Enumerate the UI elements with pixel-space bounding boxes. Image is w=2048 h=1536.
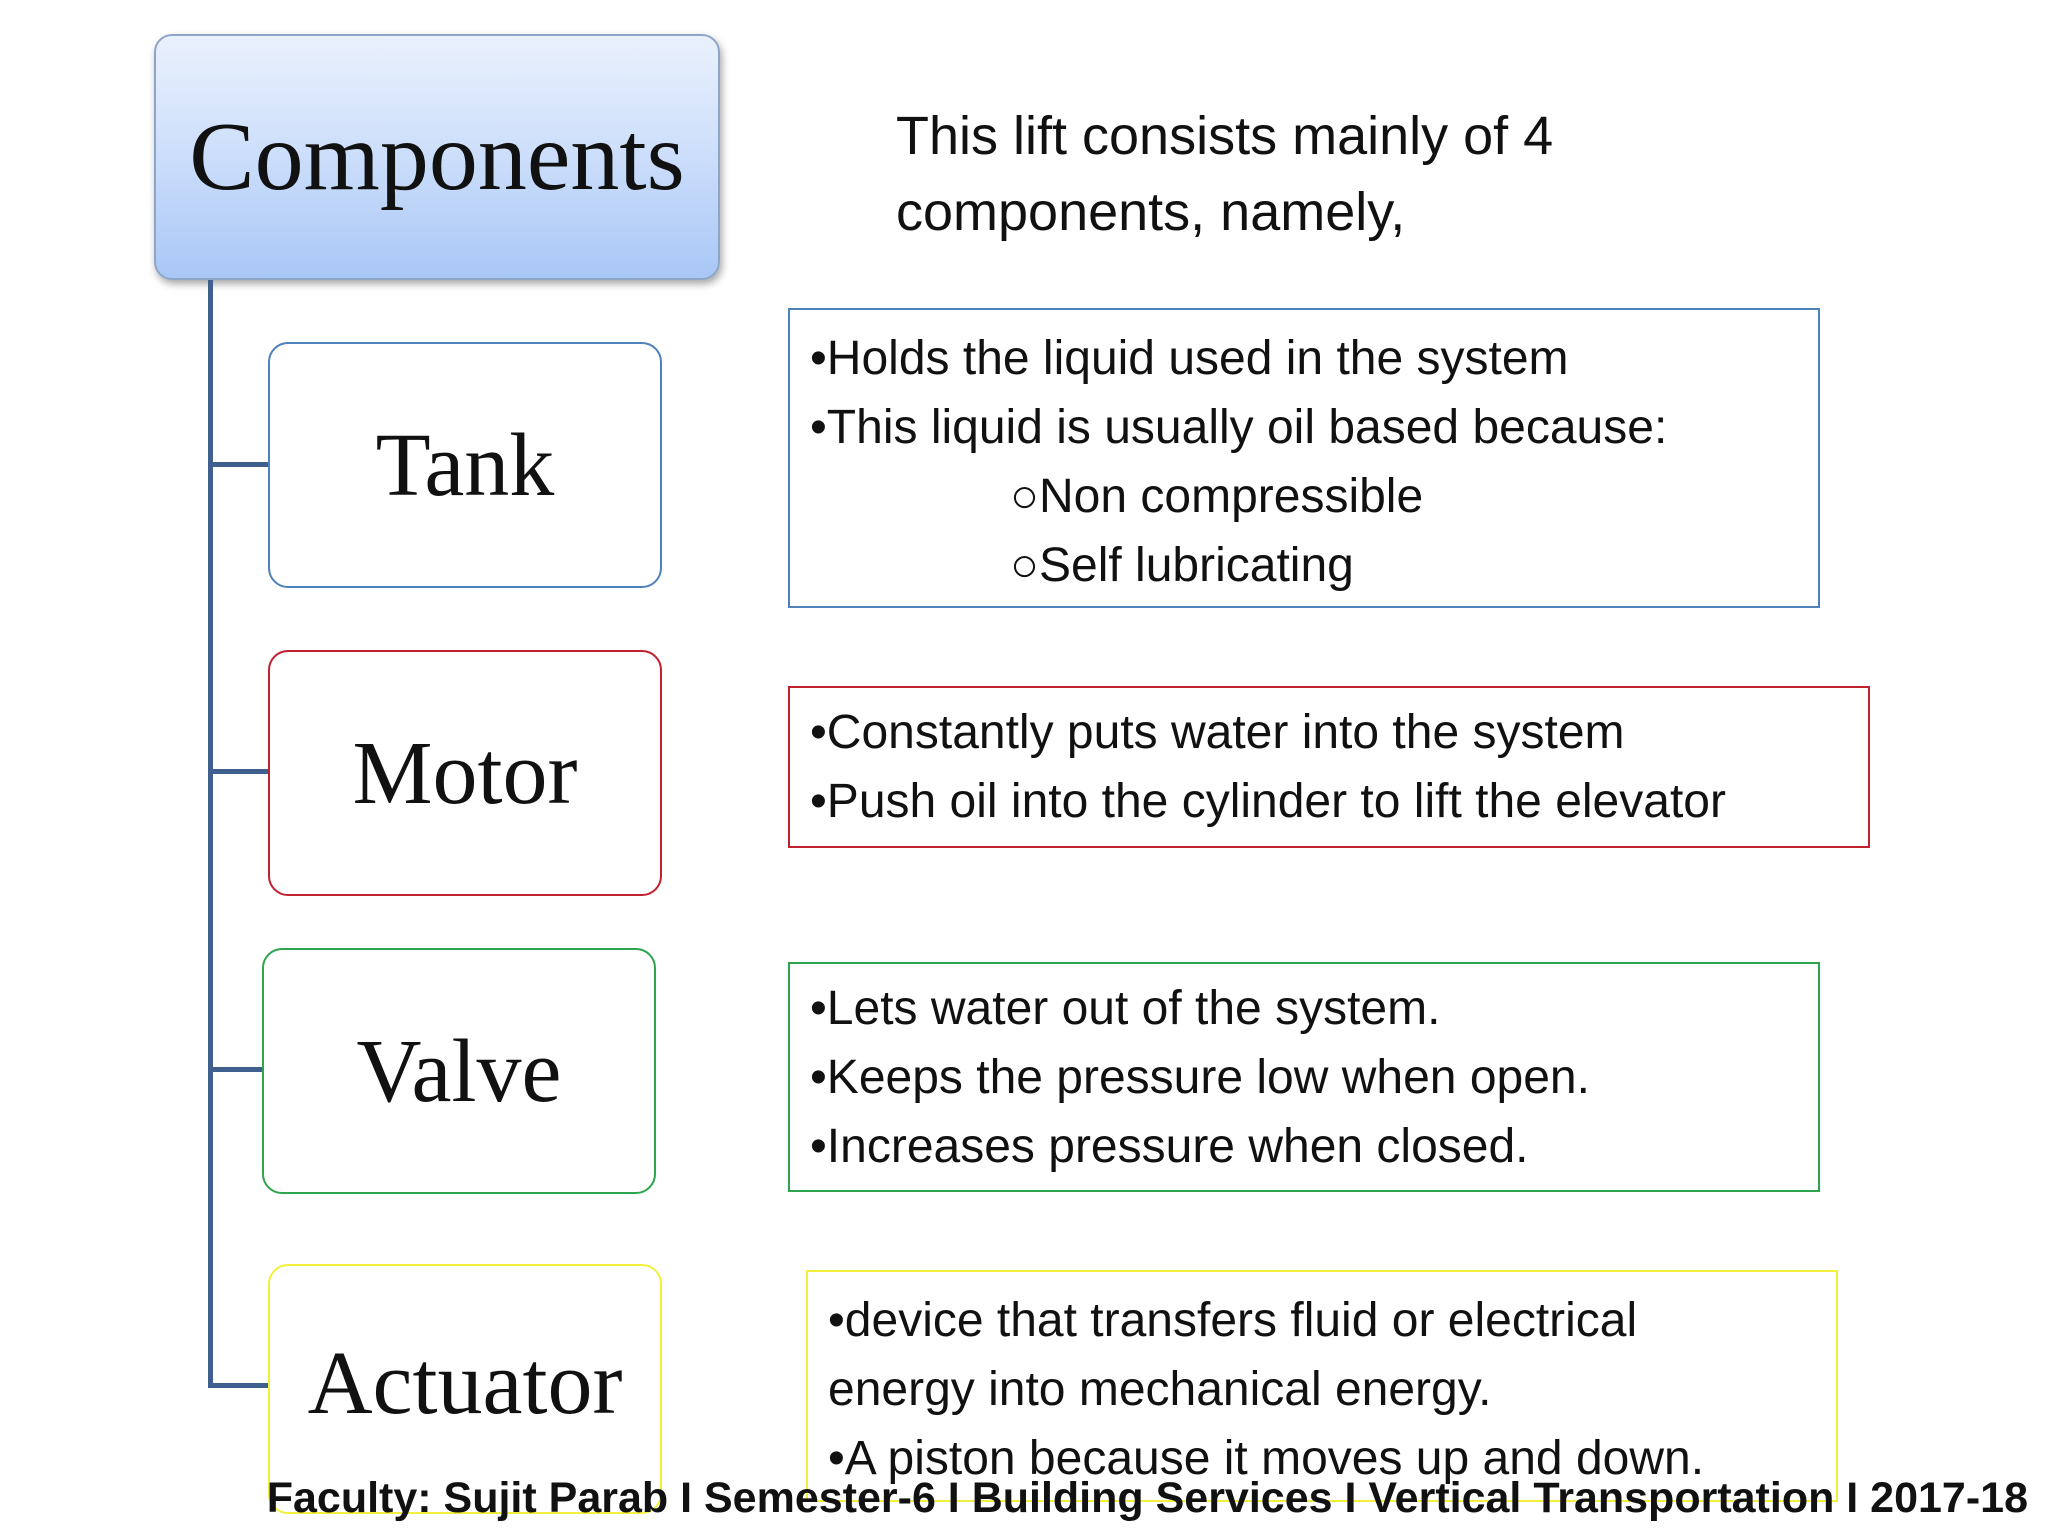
tank-subpoint-1: ○Non compressible — [1010, 470, 1424, 523]
actuator-label: Actuator — [307, 1334, 623, 1433]
tank-box: Tank — [268, 342, 662, 588]
valve-point-1: •Lets water out of the system. — [810, 982, 1441, 1035]
actuator-point-2: energy into mechanical energy. — [828, 1363, 1492, 1416]
connector-vertical — [208, 280, 213, 1386]
valve-description: •Lets water out of the system. •Keeps th… — [788, 962, 1820, 1192]
valve-box: Valve — [262, 948, 656, 1194]
actuator-point-3: •A piston because it moves up and down. — [828, 1432, 1705, 1485]
intro-line-2: components, namely, — [896, 182, 1406, 242]
intro-line-1: This lift consists mainly of 4 — [896, 106, 1554, 166]
footer-credits: Faculty: Sujit Parab I Semester-6 I Buil… — [266, 1474, 2028, 1522]
actuator-box: Actuator — [268, 1264, 662, 1514]
actuator-description: •device that transfers fluid or electric… — [806, 1270, 1838, 1502]
valve-point-3: •Increases pressure when closed. — [810, 1120, 1529, 1173]
tank-subpoint-2: ○Self lubricating — [1010, 539, 1354, 592]
connector-tank — [208, 462, 268, 467]
motor-point-2: •Push oil into the cylinder to lift the … — [810, 775, 1726, 828]
valve-point-2: •Keeps the pressure low when open. — [810, 1051, 1590, 1104]
motor-point-1: •Constantly puts water into the system — [810, 706, 1625, 759]
actuator-point-1: •device that transfers fluid or electric… — [828, 1294, 1638, 1347]
connector-motor — [208, 769, 268, 774]
connector-valve — [208, 1067, 262, 1072]
tank-point-2: •This liquid is usually oil based becaus… — [810, 401, 1668, 454]
connector-actuator — [208, 1383, 268, 1388]
motor-description: •Constantly puts water into the system •… — [788, 686, 1870, 848]
motor-box: Motor — [268, 650, 662, 896]
intro-text: This lift consists mainly of 4 component… — [896, 98, 1796, 250]
components-header: Components — [154, 34, 720, 280]
tank-point-1: •Holds the liquid used in the system — [810, 332, 1569, 385]
tank-description: •Holds the liquid used in the system •Th… — [788, 308, 1820, 608]
